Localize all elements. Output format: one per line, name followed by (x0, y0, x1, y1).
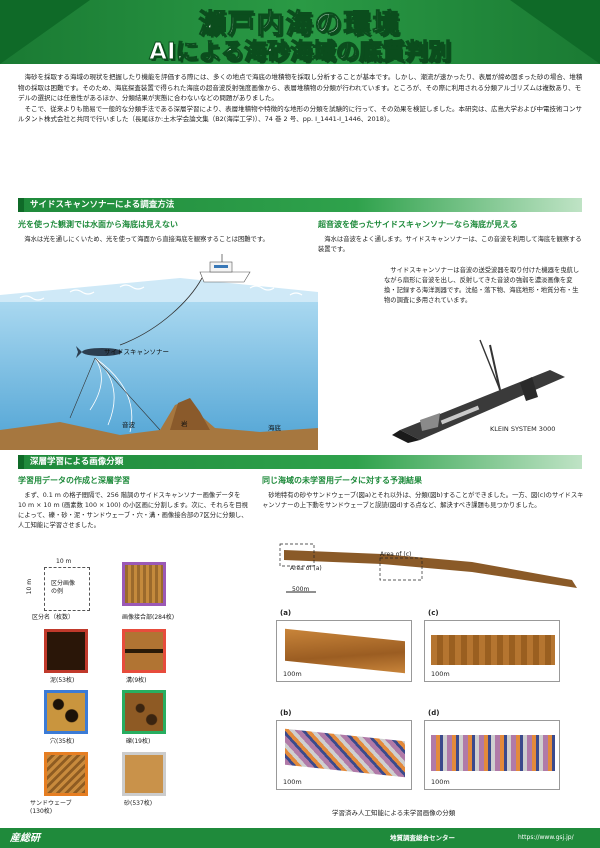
figure-caption: 学習済み人工知能による未学習画像の分類 (332, 809, 456, 817)
section-notch (18, 455, 24, 469)
panel-a-scale: 100m (283, 670, 302, 678)
wave-lines (19, 284, 303, 301)
subhead-training-data: 学習用データの作成と深層学習 (18, 476, 130, 485)
sonar-device-caption: KLEIN SYSTEM 3000 (490, 425, 556, 433)
text-prediction: 砂地特有の砂やサンドウェーブ(図a)とそれ以外は、分類(図b)することができまし… (262, 491, 584, 511)
survey-strip-shape (284, 550, 577, 588)
towfish-icon (76, 346, 122, 358)
class-image-mud (44, 629, 88, 673)
class-label-mud: 泥(53枚) (50, 677, 75, 684)
panel-b-strip (285, 728, 405, 778)
class-label-junction: 画像接合部(284枚) (122, 614, 175, 621)
section-title-sidescan: サイドスキャンソナーによる調査方法 (30, 200, 175, 210)
map-label-area-c: Area of (c) (380, 551, 412, 558)
label-sidescan-sonar: サイドスキャンソナー (104, 348, 169, 356)
example-cell: 区分画像 の例 (44, 567, 90, 611)
example-width-label: 10 m (56, 558, 72, 565)
panel-label-d: (d) (428, 709, 440, 717)
class-label-header: 区分名（枚数） (32, 614, 75, 621)
text-prediction-paragraph: 砂地特有の砂やサンドウェーブ(図a)とそれ以外は、分類(図b)することができまし… (262, 492, 584, 510)
page-footer: 産総研 地質調査総合センター https://www.gsj.jp/ (0, 828, 600, 848)
header-decoration-right (510, 0, 600, 64)
panel-label-c: (c) (428, 609, 439, 617)
panel-a-strip (285, 628, 405, 674)
panel-d-scale: 100m (431, 778, 450, 786)
ocean-scene-illustration (0, 254, 318, 450)
example-cell-label: 区分画像 の例 (51, 580, 76, 595)
panel-c-strip (431, 635, 555, 665)
subhead-light: 光を使った観測では水面から海底は見えない (18, 220, 178, 229)
text-light-paragraph: 海水は光を通しにくいため、光を使って海面から直接海底を観察することは困難です。 (24, 236, 269, 243)
panel-label-a: (a) (280, 609, 292, 617)
map-scale-label: 500m (292, 586, 310, 593)
example-height-label: 10 m (26, 578, 34, 595)
subhead-ultrasound: 超音波を使ったサイドスキャンソナーなら海底が見える (318, 220, 518, 229)
text-ultrasound-paragraph-2: サイドスキャンソナーは音波の送受波器を取り付けた機器を曳航しながら扇形に音波を出… (384, 267, 580, 305)
panel-d-strip (431, 735, 555, 771)
label-rock: 岩 (181, 420, 188, 428)
class-label-gravel: 礫(19枚) (126, 738, 151, 745)
class-image-junction (122, 562, 166, 606)
klein-sonar-device-image (392, 339, 565, 443)
page-header: 瀬戸内海の環境 AIによる海砂海域の底質判別 (0, 0, 600, 64)
panel-c: 100m (424, 620, 560, 682)
area-c-box (379, 557, 423, 581)
class-image-sand (122, 752, 166, 796)
panel-b: 100m (276, 720, 412, 790)
class-image-sandwave (44, 752, 88, 796)
aist-logo: 産総研 (10, 833, 40, 844)
class-label-sandwave: サンドウェーブ (130枚) (30, 800, 72, 815)
seabed-shape (0, 400, 318, 450)
rock-shape (170, 398, 210, 430)
intro-paragraph-1: 海砂を採取する海域の現状を把握したり機能を評価する際には、多くの地点で海底の堆積… (18, 73, 583, 103)
label-sound-wave: 音波 (122, 421, 135, 429)
tow-cable (119, 277, 203, 346)
class-image-groove (122, 629, 166, 673)
class-label-sand: 砂(537枚) (124, 800, 153, 807)
class-label-hole: 穴(35枚) (50, 738, 75, 745)
subhead-prediction: 同じ海域の未学習用データに対する予測結果 (262, 476, 422, 485)
area-a-box (279, 543, 315, 567)
survey-strip-map (272, 540, 588, 598)
intro-paragraph-2: そこで、従来よりも簡易で一般的な分類手法である深層学習により、表層堆積物や特徴的… (18, 104, 583, 124)
section-title-deep-learning: 深層学習による画像分類 (30, 457, 124, 467)
header-band (0, 0, 600, 64)
label-seabed: 海底 (268, 424, 281, 432)
survey-boat-icon (199, 254, 251, 283)
text-training-paragraph: まず、0.1 m の格子間隔で、256 階調のサイドスキャンソナー画像データを … (18, 492, 248, 530)
text-light: 海水は光を通しにくいため、光を使って海面から直接海底を観察することは困難です。 (18, 235, 303, 245)
sonar-device-icon (392, 339, 565, 443)
footer-organization: 地質調査総合センター (390, 834, 455, 842)
text-ultrasound: 海水は音波をよく通します。サイドスキャンソナーは、この音波を利用して海底を観察す… (318, 235, 583, 255)
section-notch (18, 198, 24, 212)
panel-c-scale: 100m (431, 670, 450, 678)
class-image-hole (44, 690, 88, 734)
header-decoration-left (0, 0, 90, 64)
sonar-beam-left (69, 357, 96, 419)
section-bar-sidescan: サイドスキャンソナーによる調査方法 (18, 198, 582, 212)
text-training-data: まず、0.1 m の格子間隔で、256 階調のサイドスキャンソナー画像データを … (18, 491, 250, 531)
panel-b-scale: 100m (283, 778, 302, 786)
page-subtitle: AIによる海砂海域の底質判別 (149, 39, 452, 64)
class-label-groove: 溝(9枚) (126, 677, 147, 684)
prediction-figure: Area of (a) Area of (c) 500m (a) (c) 100… (262, 540, 588, 820)
section-bar-deep-learning: 深層学習による画像分類 (18, 455, 582, 469)
intro-text: 海砂を採取する海域の現状を把握したり機能を評価する際には、多くの地点で海底の堆積… (18, 72, 584, 125)
panel-label-b: (b) (280, 709, 292, 717)
panel-a: 100m (276, 620, 412, 682)
page-title: 瀬戸内海の環境 (198, 9, 402, 41)
class-image-gravel (122, 690, 166, 734)
panel-d: 100m (424, 720, 560, 790)
footer-url-link[interactable]: https://www.gsj.jp/ (518, 834, 574, 841)
text-sonar-description: サイドスキャンソナーは音波の送受波器を取り付けた機器を曳航しながら扇形に音波を出… (384, 266, 584, 306)
text-ultrasound-paragraph-1: 海水は音波をよく通します。サイドスキャンソナーは、この音波を利用して海底を観察す… (318, 236, 582, 254)
sonar-beam-right (94, 357, 161, 431)
map-label-area-a: Area of (a) (290, 565, 322, 572)
